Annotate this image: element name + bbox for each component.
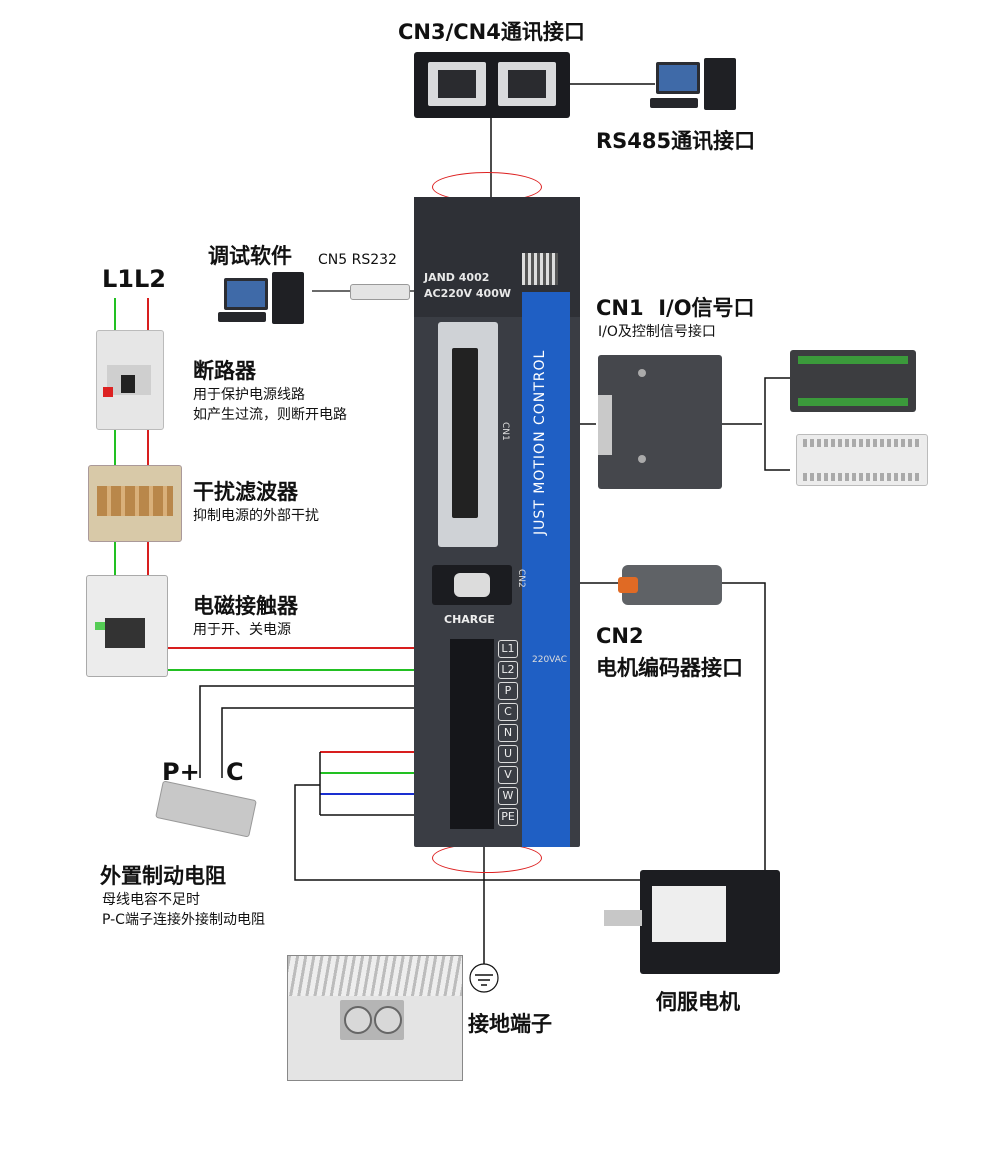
cn1-title: CN1 I/O信号口 [596,296,755,320]
bottom-highlight-ellipse [432,843,542,873]
drive-brand-text: JUST MOTION CONTROL [532,349,548,535]
terminal-u: U [498,745,518,763]
contactor-image [86,575,168,677]
rs232-connector [350,284,410,300]
plc-image [796,434,928,486]
debug-software-title: 调试软件 [208,244,292,268]
terminal-block [450,639,494,829]
servo-motor-image [604,870,780,974]
cn1-port-label: CN1 [500,422,510,441]
drive-model-line1: JAND 4002 [424,271,490,284]
motor-power-cable [294,784,720,881]
resistor-desc-1: 母线电容不足时 [102,892,200,908]
l1l2-title: L1L2 [102,265,166,293]
rj45-port-left [428,62,486,106]
contactor-title: 电磁接触器 [193,594,298,618]
c-wire [221,707,478,778]
p-wire [199,685,478,778]
io-module-image [790,350,916,412]
terminal-w: W [498,787,518,805]
cn2-port [432,565,512,605]
filter-desc: 抑制电源的外部干扰 [193,508,319,524]
breaker-desc-1: 用于保护电源线路 [193,387,305,403]
cn1-desc: I/O及控制信号接口 [598,324,716,340]
motor-title: 伺服电机 [656,990,740,1014]
circuit-breaker-image [96,330,164,430]
filter-title: 干扰滤波器 [193,480,298,504]
cn5-label: CN5 RS232 [318,252,397,268]
cn2-desc: 电机编码器接口 [596,656,743,680]
ground-title: 接地端子 [468,1012,552,1036]
terminal-pe: PE [498,808,518,826]
terminal-v: V [498,766,518,784]
drive-blue-stripe [522,292,570,847]
servo-drive: JAND 4002 AC220V 400W JUST MOTION CONTRO… [414,197,580,847]
terminal-c: C [498,703,518,721]
charge-label: CHARGE [444,613,495,626]
breaker-desc-2: 如产生过流，则断开电路 [193,407,347,423]
drive-model-line2: AC220V 400W [424,287,511,300]
voltage-label: 220VAC [532,655,568,665]
resistor-title: 外置制动电阻 [100,864,226,888]
encoder-cable [722,582,766,870]
resistor-desc-2: P-C端子连接外接制动电阻 [102,912,265,928]
ground-terminal-image [287,955,463,1081]
terminal-n: N [498,724,518,742]
cn2-title: CN2 [596,624,644,648]
noise-filter-image [88,465,182,542]
encoder-connector-image [618,565,722,605]
contactor-desc: 用于开、关电源 [193,622,291,638]
c-terminal-label: C [226,758,244,786]
io-bracket [764,377,790,471]
terminal-l2: L2 [498,661,518,679]
rj45-port-right [498,62,556,106]
rs485-title: RS485通讯接口 [596,129,756,153]
cn1-port [438,322,498,547]
breaker-title: 断路器 [193,359,256,383]
cn2-port-label: CN2 [516,569,526,588]
cn1-connector-image [598,355,722,489]
ground-symbol-ring [469,963,499,993]
qr-code [522,253,558,285]
cn3-cn4-title: CN3/CN4通讯接口 [398,20,585,44]
rj45-ports [414,52,570,118]
terminal-p: P [498,682,518,700]
terminal-l1: L1 [498,640,518,658]
